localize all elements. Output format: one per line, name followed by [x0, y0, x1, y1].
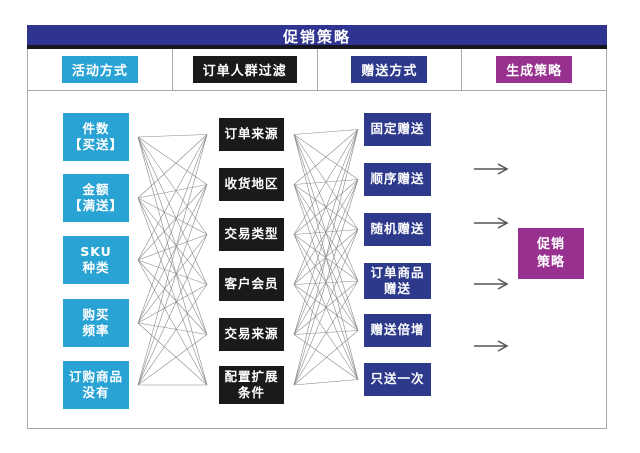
- order-filter-node: 交易类型: [219, 218, 284, 251]
- nav-cell-gift-method: 赠送方式: [318, 49, 463, 90]
- gift-method-node: 赠送倍增: [364, 314, 431, 347]
- order-filter-node: 收货地区: [219, 168, 284, 201]
- gift-method-node: 只送一次: [364, 363, 431, 396]
- arrow-right-icon: [497, 340, 509, 352]
- nav-label-activity: 活动方式: [61, 56, 138, 83]
- arrow-right-icon: [497, 217, 509, 229]
- order-filter-node: 交易来源: [219, 318, 284, 351]
- gift-method-node: 固定赠送: [364, 113, 431, 146]
- nav-label-gift-method: 赠送方式: [351, 56, 428, 83]
- promo-strategy-diagram: 促销策略 活动方式 订单人群过滤 赠送方式 生成策略 件数 【买送】金额 【满送…: [27, 25, 607, 429]
- gift-method-node: 订单商品 赠送: [364, 263, 431, 299]
- nav-cell-order-filter: 订单人群过滤: [173, 49, 318, 90]
- order-filter-node: 客户会员: [219, 268, 284, 301]
- activity-node: 金额 【满送】: [63, 174, 129, 222]
- order-filter-node: 配置扩展 条件: [219, 366, 284, 404]
- activity-node: 购买 频率: [63, 299, 129, 347]
- output-node-promo-strategy: 促销 策略: [518, 228, 584, 279]
- diagram-area: 件数 【买送】金额 【满送】 SKU 种类购买 频率订购商品 没有 订单来源收货地区…: [27, 91, 607, 429]
- order-filter-node: 订单来源: [219, 118, 284, 151]
- column-headers: 活动方式 订单人群过滤 赠送方式 生成策略: [27, 49, 607, 91]
- nav-cell-activity: 活动方式: [28, 49, 173, 90]
- activity-node: 订购商品 没有: [63, 361, 129, 409]
- nav-cell-generate: 生成策略: [462, 49, 606, 90]
- gift-method-node: 顺序赠送: [364, 163, 431, 196]
- page-title: 促销策略: [27, 25, 607, 49]
- activity-node: 件数 【买送】: [63, 113, 129, 161]
- nav-label-generate: 生成策略: [496, 56, 573, 83]
- gift-method-node: 随机赠送: [364, 213, 431, 246]
- arrow-right-icon: [497, 163, 509, 175]
- nav-label-order-filter: 订单人群过滤: [192, 56, 297, 83]
- activity-node: SKU 种类: [63, 236, 129, 284]
- arrow-right-icon: [497, 278, 509, 290]
